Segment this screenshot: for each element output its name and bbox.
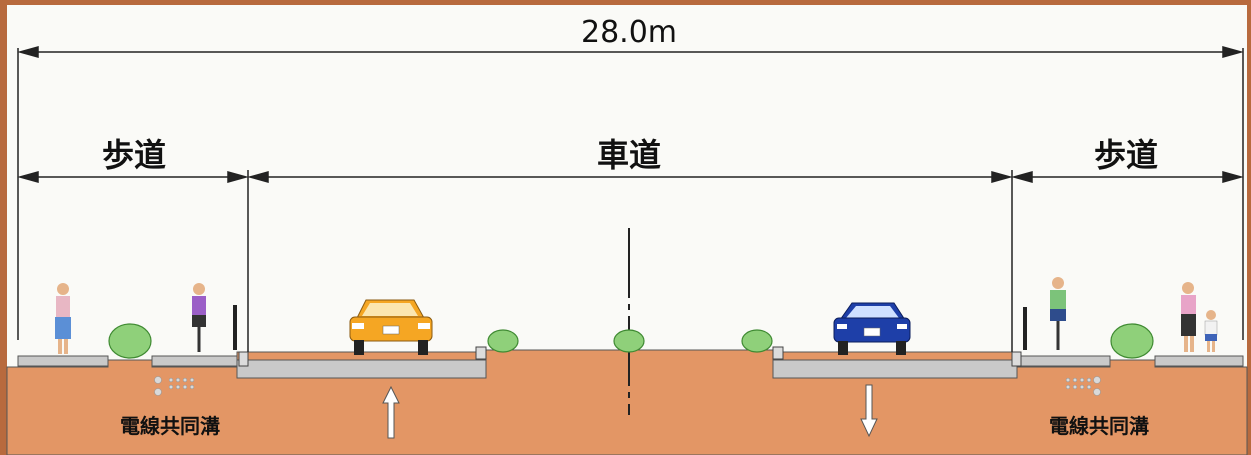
right-sidewalk-slab-outer (1154, 355, 1244, 367)
pedestrian-adult-right (1181, 282, 1196, 352)
dimension-lines (17, 46, 1244, 352)
left-bollard (233, 305, 237, 350)
total-arrow-left (17, 46, 39, 58)
left-sidewalk-slab-inner (151, 355, 238, 367)
utility-trench-label-right: 電線共同溝 (1049, 414, 1149, 438)
pavement-slabs (17, 355, 1244, 379)
left-median-curb (475, 346, 487, 360)
total-width-label: 28.0m (581, 15, 677, 50)
shrub-center (613, 329, 645, 353)
car-left-lane (349, 299, 433, 355)
right-median-curb (772, 346, 784, 360)
right-curb (1011, 351, 1022, 367)
cyclist-left (192, 283, 206, 352)
right-bollard (1023, 307, 1027, 350)
right-sidewalk-slab-inner (1016, 355, 1111, 367)
pedestrian-child-right (1204, 310, 1218, 352)
shrub-median-left (487, 329, 519, 353)
conduit-cluster-right (1065, 376, 1101, 396)
shrub-median-right (741, 329, 773, 353)
shrub-left-sidewalk (108, 323, 152, 359)
carriageway-label: 車道 (597, 136, 661, 174)
cyclist-right (1050, 277, 1066, 350)
curbs (238, 346, 1022, 367)
left-sidewalk-label: 歩道 (102, 136, 166, 174)
pedestrian-left (55, 283, 71, 354)
shrubs (108, 323, 1154, 359)
conduit-cluster-left (154, 376, 195, 396)
right-sidewalk-label: 歩道 (1094, 136, 1158, 174)
shrub-right-sidewalk (1110, 323, 1154, 359)
left-curb (238, 351, 249, 367)
utility-trench-label-left: 電線共同溝 (120, 414, 220, 438)
left-sidewalk-slab-outer (17, 355, 109, 367)
down-arrow-icon (860, 384, 878, 438)
car-right-lane (833, 302, 911, 355)
total-arrow-right (1222, 46, 1244, 58)
up-arrow-icon (382, 385, 400, 439)
right-carriageway-slab (772, 359, 1018, 379)
left-carriageway-slab (236, 359, 487, 379)
